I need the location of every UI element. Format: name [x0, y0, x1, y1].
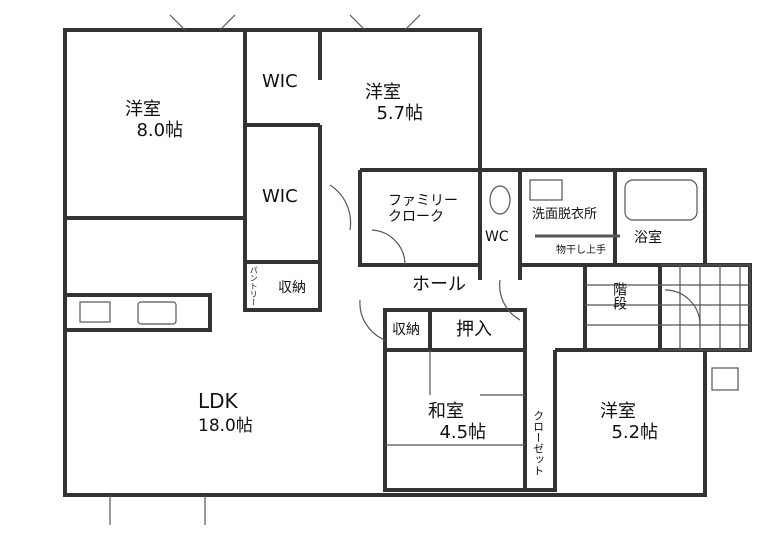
room-name: 洋室	[365, 82, 401, 103]
door-swings	[329, 184, 701, 341]
room-label-stairs: 階段	[611, 282, 628, 310]
wall	[518, 170, 705, 280]
tatami-lines	[385, 350, 525, 446]
room-label-wic-lower: WIC	[262, 186, 298, 207]
bathtub	[624, 179, 698, 221]
room-label-family-cloak: ファミリークローク	[388, 193, 458, 225]
room-label-closet: クローゼット	[531, 410, 545, 476]
toilet	[489, 185, 511, 215]
room-size: 4.5帖	[439, 421, 487, 443]
room-label-wc: WC	[485, 229, 509, 245]
room-label-storage-ldk: 収納	[278, 280, 306, 296]
room-name: LDK	[198, 389, 238, 413]
room-size: 5.2帖	[611, 421, 659, 443]
room-label-bedroom-west: 洋室 8.0帖	[125, 99, 184, 141]
room-name: 洋室	[125, 99, 161, 120]
wall	[358, 168, 482, 280]
room-size: 8.0帖	[136, 119, 184, 141]
room-name-line2: クローク	[388, 209, 444, 226]
wall	[245, 30, 322, 310]
room-name: 和室	[428, 401, 464, 422]
room-size: 5.7帖	[376, 102, 424, 124]
room-label-ldk: LDK 18.0帖	[198, 390, 253, 437]
window-marks	[109, 14, 421, 525]
wash-basin	[529, 179, 563, 201]
room-name-line1: ファミリー	[388, 193, 458, 209]
sink	[137, 301, 177, 325]
room-label-washitsu: 和室 4.5帖	[428, 401, 487, 443]
room-label-bedroom-east: 洋室 5.2帖	[600, 401, 659, 443]
wall	[383, 350, 557, 492]
stair-steps	[585, 284, 660, 326]
room-label-hall: ホール	[412, 274, 466, 295]
wall	[583, 265, 705, 352]
room-label-pantry: パントリー	[249, 266, 259, 306]
room-label-oshiire: 押入	[456, 319, 492, 340]
room-label-washroom: 洗面脱衣所	[532, 207, 598, 222]
drying-rod-label: 物干し上手	[556, 245, 606, 256]
room-label-wic-upper: WIC	[262, 71, 298, 92]
room-label-storage-hall: 収納	[392, 322, 420, 338]
outdoor-unit	[711, 367, 739, 391]
stairs-grid	[660, 264, 751, 351]
room-label-bath: 浴室	[634, 230, 662, 246]
room-label-bedroom-north: 洋室 5.7帖	[365, 82, 424, 124]
room-name: 洋室	[600, 401, 636, 422]
stove	[79, 301, 111, 323]
kitchen-counter	[65, 293, 212, 332]
room-size: 18.0帖	[198, 416, 253, 436]
